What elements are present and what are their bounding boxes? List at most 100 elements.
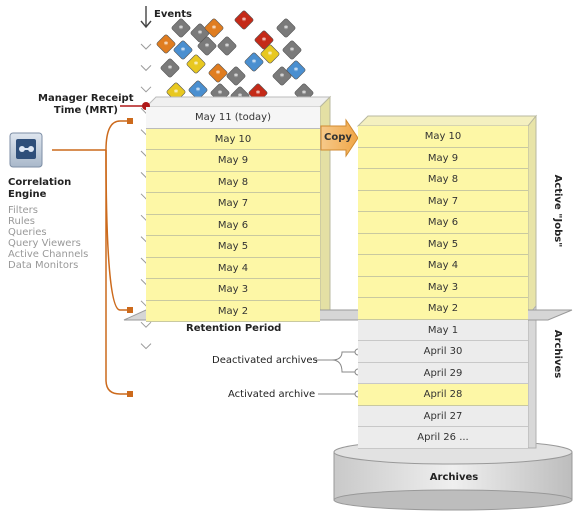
active-row: May 2 [358, 298, 528, 320]
archive-connectors [314, 348, 362, 398]
archive-row-label: May 1 [427, 324, 459, 336]
svg-text:*: * [164, 41, 169, 51]
archive-row-label: April 29 [423, 367, 463, 379]
archive-row: April 30 [358, 341, 528, 363]
archive-row-label: April 27 [423, 410, 463, 422]
activated-label: Activated archive [228, 389, 316, 400]
active-row-label: May 8 [427, 174, 459, 185]
copy-arrow [320, 118, 359, 158]
event-icon: * [208, 63, 228, 83]
svg-text:*: * [168, 65, 173, 75]
svg-text:*: * [252, 59, 257, 69]
event-icon: * [160, 58, 180, 78]
active-row-label: May 7 [427, 195, 459, 207]
svg-text:*: * [256, 90, 261, 100]
mrt-line2: Time (MRT) [53, 105, 118, 116]
retention-label: Retention Period [186, 323, 282, 334]
engine-bracket [52, 118, 133, 397]
engine-item-queries: Queries [8, 227, 47, 238]
svg-text:*: * [242, 17, 247, 27]
event-icon: * [244, 52, 264, 72]
right-stack-frame [356, 114, 538, 449]
copy-label: Copy [324, 132, 352, 143]
event-icon: * [204, 18, 224, 38]
engine-item-rules: Rules [8, 216, 35, 227]
left-row-label: May 3 [217, 284, 249, 295]
svg-text:*: * [290, 47, 295, 57]
engine-item-data-monitors: Data Monitors [8, 260, 79, 271]
left-row-label: May 8 [217, 176, 249, 188]
events-arrow-icon [140, 6, 152, 29]
left-row-label: May 6 [217, 219, 249, 231]
svg-text:*: * [262, 37, 267, 47]
active-row: May 7 [358, 190, 528, 212]
left-row: May 8 [146, 171, 320, 193]
svg-text:*: * [294, 67, 299, 77]
event-icon: * [188, 80, 208, 100]
chevron-down-icon [140, 321, 152, 328]
event-icon: * [156, 34, 176, 54]
svg-text:*: * [302, 90, 307, 100]
svg-text:*: * [234, 73, 239, 83]
event-icon: * [226, 66, 246, 86]
engine-title-line2: Engine [8, 189, 47, 200]
engine-item-filters: Filters [8, 205, 38, 216]
chevron-down-icon [140, 65, 152, 72]
mrt-label: Manager Receipt Time (MRT) [38, 93, 134, 117]
svg-text:*: * [280, 73, 285, 83]
archive-row: April 29 [358, 362, 528, 384]
left-row: May 6 [146, 214, 320, 236]
events-title: Events [154, 9, 192, 20]
left-row: May 2 [146, 300, 320, 322]
active-row-label: May 3 [427, 281, 459, 293]
deactivated-label: Deactivated archives [212, 355, 318, 366]
active-row-label: May 2 [427, 303, 459, 314]
active-row: May 3 [358, 276, 528, 298]
svg-text:*: * [196, 87, 201, 97]
engine-title-line1: Correlation [8, 177, 72, 188]
event-icon: * [276, 18, 296, 38]
archive-row: April 27 [358, 405, 528, 427]
today-row: May 11 (today) [146, 107, 320, 129]
event-icon: * [260, 44, 280, 64]
left-row: May 7 [146, 193, 320, 215]
svg-text:*: * [216, 70, 221, 80]
active-row: May 9 [358, 147, 528, 169]
engine-item-query-viewers: Query Viewers [8, 238, 81, 249]
archive-row: May 1 [358, 319, 528, 341]
mrt-line1: Manager Receipt [38, 93, 134, 104]
svg-text:*: * [198, 30, 203, 40]
chevron-down-icon [140, 86, 152, 93]
svg-text:*: * [194, 61, 199, 71]
event-icons: ************************* [156, 10, 314, 106]
svg-text:*: * [225, 43, 230, 53]
left-row-label: May 9 [217, 155, 249, 166]
disk-label: Archives [429, 472, 479, 483]
active-row: May 5 [358, 233, 528, 255]
active-row-label: May 6 [427, 217, 459, 228]
engine-item-list: Filters Rules Queries Query Viewers Acti… [8, 205, 88, 271]
active-row-label: May 9 [427, 152, 459, 164]
active-row: May 8 [358, 169, 528, 191]
left-row-label: May 5 [217, 241, 249, 252]
svg-text:*: * [179, 25, 184, 35]
left-row: May 4 [146, 257, 320, 279]
active-row-label: May 4 [427, 260, 459, 271]
left-row-label: May 10 [214, 133, 252, 145]
left-row: May 3 [146, 279, 320, 301]
correlation-engine-icon [9, 132, 43, 168]
left-row-label: May 7 [217, 198, 249, 209]
event-icon: * [171, 18, 191, 38]
activated-archive-row: April 28 [358, 384, 528, 406]
event-icon: * [173, 40, 193, 60]
left-row: May 10 [146, 128, 320, 150]
svg-text:*: * [284, 25, 289, 35]
chevron-down-icon [140, 43, 152, 50]
archive-row: April 26 ... [358, 427, 528, 449]
left-stack: May 11 (today) May 10 May 9 May 8 May 7 May … [146, 107, 320, 322]
engine-title: Correlation Engine [8, 177, 71, 201]
event-icon: * [234, 10, 254, 30]
